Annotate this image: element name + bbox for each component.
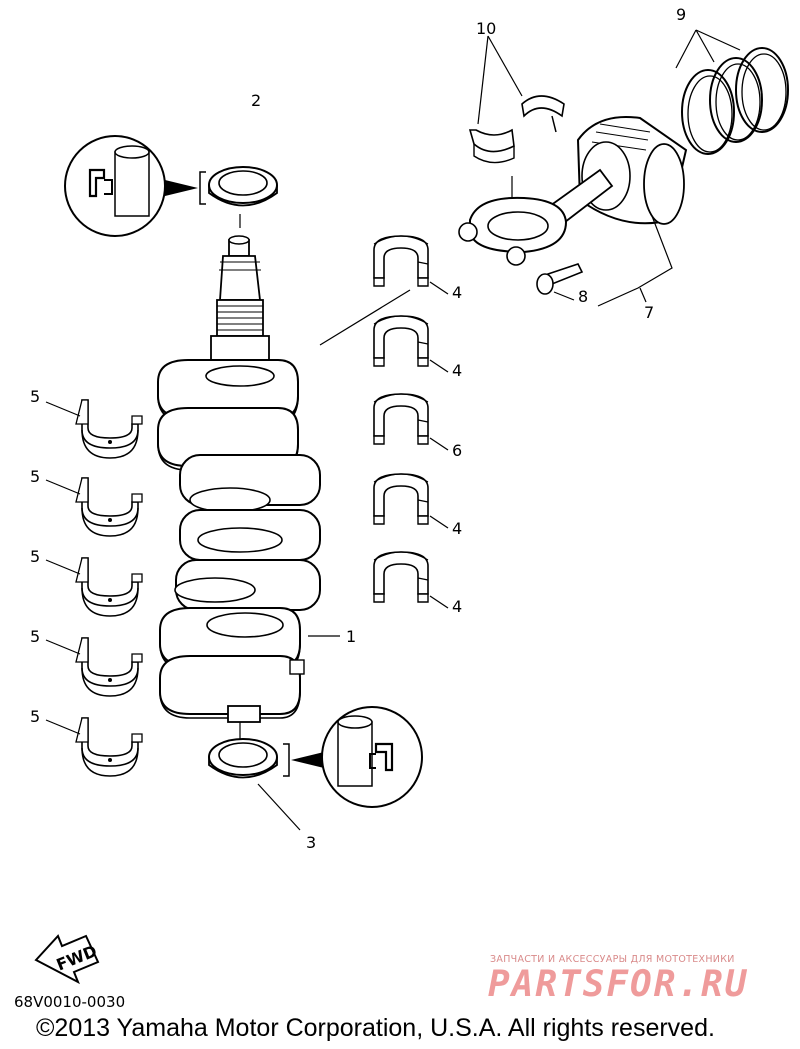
callout-5a: 5 [30,387,40,406]
callout-5b: 5 [30,467,40,486]
callout-5d: 5 [30,627,40,646]
main-bearings-lower [75,399,143,777]
seal-detail-callout-top [64,135,166,237]
callout-5e: 5 [30,707,40,726]
callout-3: 3 [306,833,316,852]
oil-seal-bottom [208,738,324,779]
conrod-bearings [468,95,565,164]
seal-detail-callout-bottom [321,706,423,808]
callout-8: 8 [578,287,588,306]
watermark-brand: PARTSFOR.RU [488,964,749,1005]
callout-4b: 4 [452,361,462,380]
callout-2: 2 [251,91,261,110]
fwd-arrow-icon [34,934,100,985]
callout-1: 1 [346,627,356,646]
watermark-tagline: ЗАПЧАСТИ И АКСЕССУАРЫ ДЛЯ МОТОТЕХНИКИ [490,954,735,965]
callout-6: 6 [452,441,462,460]
piston-rings [681,47,789,155]
main-bearings-upper [373,235,429,603]
callout-4d: 4 [452,597,462,616]
callout-7: 7 [644,303,654,322]
oil-seal-top [165,166,278,207]
callout-4a: 4 [452,283,462,302]
drawing-code: 68V0010-0030 [14,993,126,1011]
conrod-bolt [536,263,584,301]
callout-5c: 5 [30,547,40,566]
crankshaft [157,235,321,723]
copyright-notice: ©2013 Yamaha Motor Corporation, U.S.A. A… [36,1014,715,1042]
callout-10: 10 [476,19,496,38]
piston-conrod-assembly [458,116,688,266]
callout-9: 9 [676,5,686,24]
callout-4c: 4 [452,519,462,538]
